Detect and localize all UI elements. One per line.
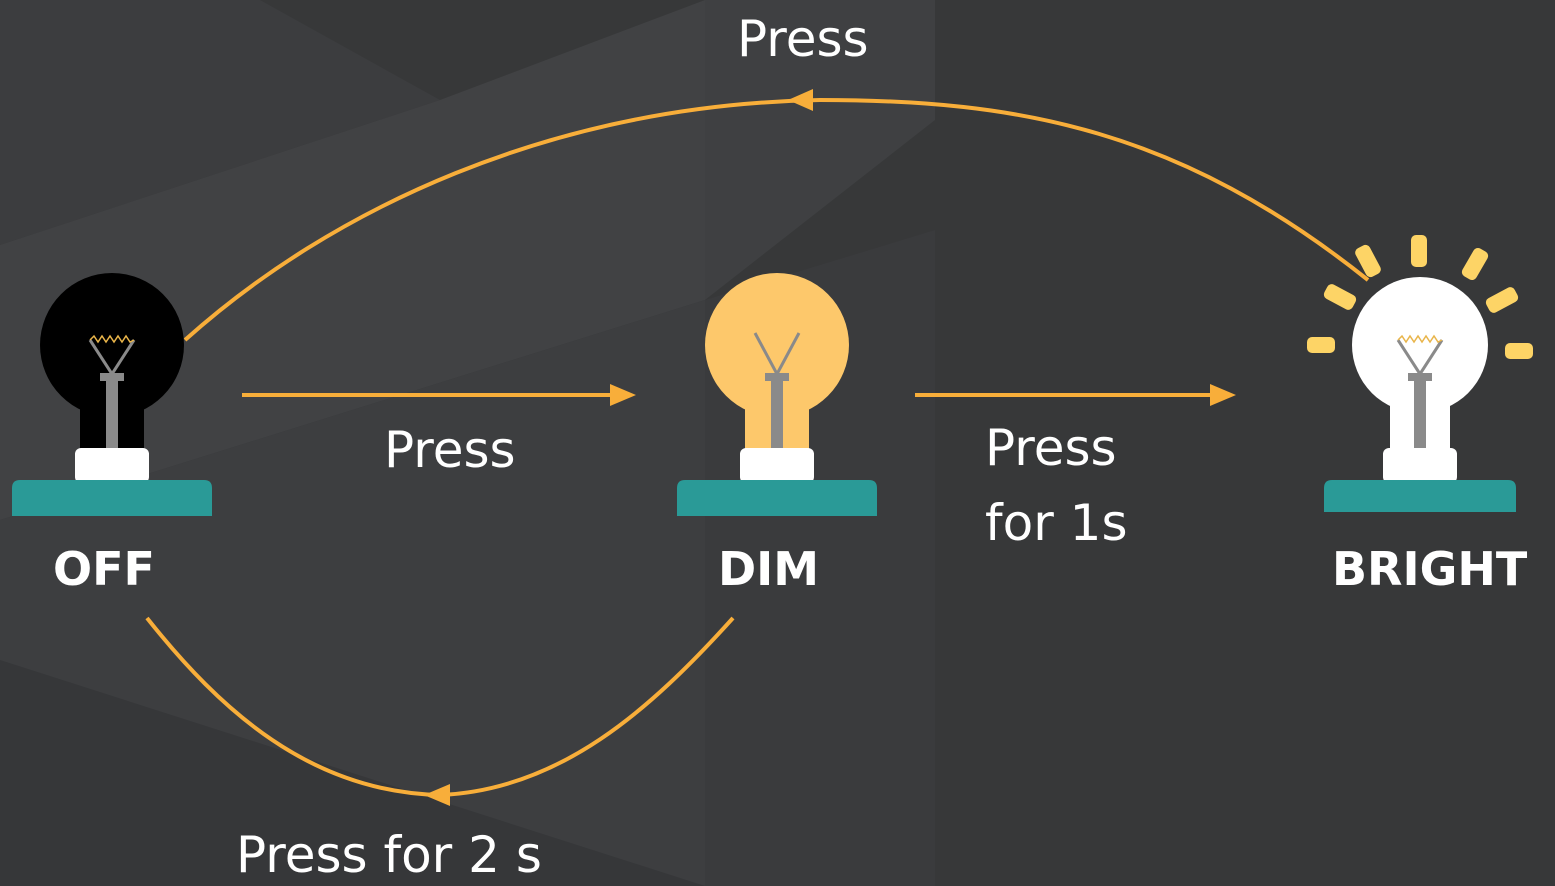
transition-label-dim-to-bright-line1: Press bbox=[985, 419, 1117, 477]
state-label-dim: DIM bbox=[718, 542, 820, 596]
transition-label-dim-to-bright-line2: for 1s bbox=[985, 494, 1128, 552]
state-label-off: OFF bbox=[53, 542, 155, 596]
lightbulb-bright-icon bbox=[1307, 235, 1533, 512]
transition-arrows bbox=[145, 89, 1370, 806]
light-rays bbox=[1307, 235, 1533, 359]
arrow-off-to-dim bbox=[242, 384, 636, 406]
arrow-dim-to-off bbox=[145, 616, 735, 806]
background-shapes bbox=[0, 0, 705, 520]
transition-label-bright-to-off: Press bbox=[737, 10, 869, 68]
transition-label-off-to-dim: Press bbox=[384, 421, 516, 479]
arrow-dim-to-bright bbox=[915, 384, 1236, 406]
lightbulb-off-icon bbox=[12, 273, 212, 516]
transition-label-dim-to-off: Press for 2 s bbox=[236, 826, 542, 884]
lightbulb-dim-icon bbox=[677, 273, 877, 516]
state-label-bright: BRIGHT bbox=[1332, 542, 1528, 596]
arrow-bright-to-off bbox=[183, 89, 1370, 342]
